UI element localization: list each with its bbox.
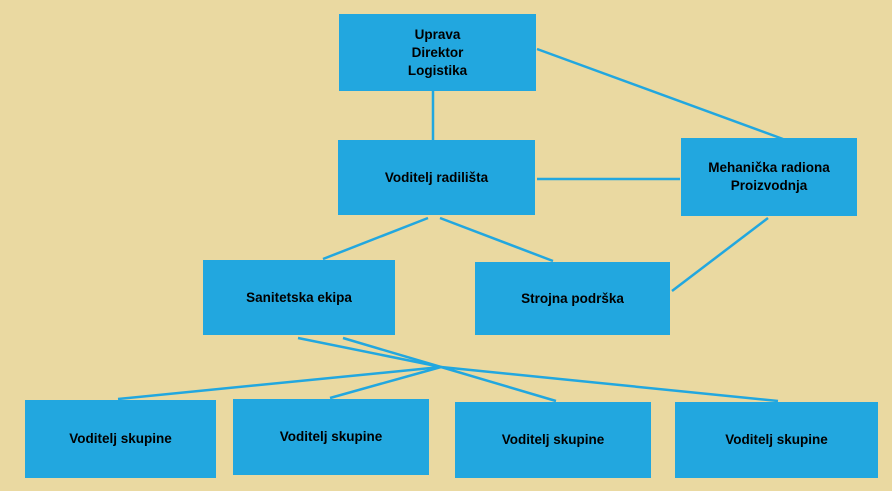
- node-skupina-2-label: Voditelj skupine: [279, 429, 383, 444]
- connector-hub-skupina-4: [440, 365, 779, 403]
- node-strojna-podrska: Strojna podrška: [475, 262, 670, 335]
- node-mehanicka-line-2: Proizvodnja: [730, 178, 808, 193]
- node-voditelj-skupine-3: Voditelj skupine: [455, 402, 651, 478]
- connector-hub-skupina-2: [329, 365, 442, 400]
- node-uprava-line-2: Direktor: [411, 44, 464, 60]
- node-voditelj-radilista: Voditelj radilišta: [338, 140, 535, 215]
- connector-hub-skupina-1: [117, 365, 442, 401]
- node-skupina-3-label: Voditelj skupine: [501, 432, 605, 447]
- connector-sanitetska-hub-b: [342, 336, 442, 369]
- node-sanitetska-ekipa: Sanitetska ekipa: [203, 260, 395, 335]
- connector-mehanicka-strojna: [671, 217, 769, 292]
- connector-sanitetska-hub-a: [297, 336, 442, 369]
- node-uprava-line-1: Uprava: [414, 26, 461, 42]
- node-uprava-line-3: Logistika: [407, 62, 468, 78]
- node-voditelj-radilista-label: Voditelj radilišta: [384, 169, 489, 185]
- node-voditelj-skupine-4: Voditelj skupine: [675, 402, 878, 478]
- node-voditelj-skupine-2: Voditelj skupine: [233, 399, 429, 475]
- connector-uprava-mehanicka: [536, 47, 784, 141]
- connector-voditelj-strojna: [439, 216, 554, 263]
- node-strojna-label: Strojna podrška: [521, 290, 624, 306]
- node-skupina-1-label: Voditelj skupine: [69, 431, 172, 446]
- node-sanitetska-label: Sanitetska ekipa: [246, 289, 352, 305]
- connector-voditelj-sanitetska: [322, 216, 429, 261]
- node-uprava: Uprava Direktor Logistika: [339, 14, 536, 91]
- node-mehanicka-line-1: Mehanička radiona: [708, 160, 830, 175]
- connector-hub-skupina-3: [440, 365, 557, 403]
- node-mehanicka-radiona: Mehanička radiona Proizvodnja: [681, 138, 857, 216]
- node-skupina-4-label: Voditelj skupine: [725, 432, 828, 447]
- node-voditelj-skupine-1: Voditelj skupine: [25, 400, 216, 478]
